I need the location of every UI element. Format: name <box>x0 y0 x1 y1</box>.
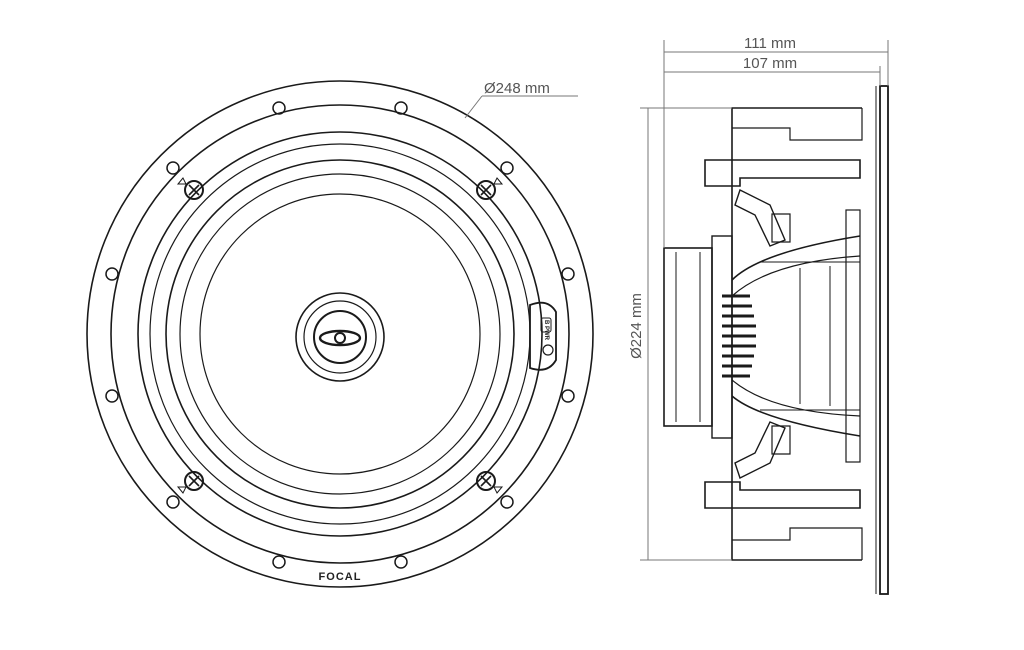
grille-frame-outer <box>137 131 543 537</box>
mounting-hole <box>500 161 514 175</box>
tweeter-ring <box>303 300 377 374</box>
mounting-hole <box>394 101 408 115</box>
switch-label: B PWR <box>543 320 549 341</box>
side-depth-mount-label: 107 mm <box>743 55 797 72</box>
clamp-screw <box>476 471 504 494</box>
side-dimensions <box>640 40 889 561</box>
outer-bezel-ring <box>86 80 594 588</box>
mounting-hole <box>272 555 286 569</box>
front-view <box>86 80 594 588</box>
clamp-screw <box>176 177 204 200</box>
mounting-hole <box>394 555 408 569</box>
side-baffle-plate <box>879 85 889 595</box>
side-frame-bottom-flange <box>732 527 863 560</box>
tweeter-waveguide <box>313 310 367 364</box>
side-cone-lower <box>731 395 861 437</box>
mounting-hole <box>105 389 119 403</box>
side-clamp-top <box>704 159 861 187</box>
mounting-hole <box>272 101 286 115</box>
side-height-label: Ø224 mm <box>628 293 645 359</box>
clamp-screw <box>176 471 204 494</box>
side-frame-top-flange <box>732 108 863 141</box>
woofer-surround-inner <box>179 173 501 495</box>
mounting-hole <box>166 495 180 509</box>
mounting-hole <box>561 389 575 403</box>
woofer-cone <box>199 193 481 475</box>
tweeter <box>295 292 385 382</box>
side-frame-body <box>731 107 862 561</box>
mounting-hole <box>105 267 119 281</box>
side-clamp-bottom <box>704 481 861 509</box>
bezel-mounting-holes <box>105 101 575 569</box>
brand-logo: FOCAL <box>319 571 362 583</box>
clamp-screws <box>176 177 504 494</box>
front-diameter-label: Ø248 mm <box>484 80 550 97</box>
mounting-hole <box>561 267 575 281</box>
side-magnet <box>663 247 713 427</box>
side-depth-total-label: 111 mm <box>744 35 796 52</box>
bezel-inner-ring <box>110 104 570 564</box>
side-voice-coil <box>722 294 756 378</box>
tweeter-dome <box>334 332 346 344</box>
woofer-surround-outer <box>165 159 515 509</box>
mounting-hole <box>500 495 514 509</box>
mounting-hole <box>166 161 180 175</box>
tweeter-level-switch <box>529 301 557 371</box>
side-cone-upper <box>731 235 861 281</box>
front-diameter-callout <box>464 95 578 119</box>
clamp-screw <box>476 177 504 200</box>
tweeter-phase-plug <box>318 329 362 347</box>
tweeter-flange <box>295 292 385 382</box>
side-view <box>663 85 889 595</box>
